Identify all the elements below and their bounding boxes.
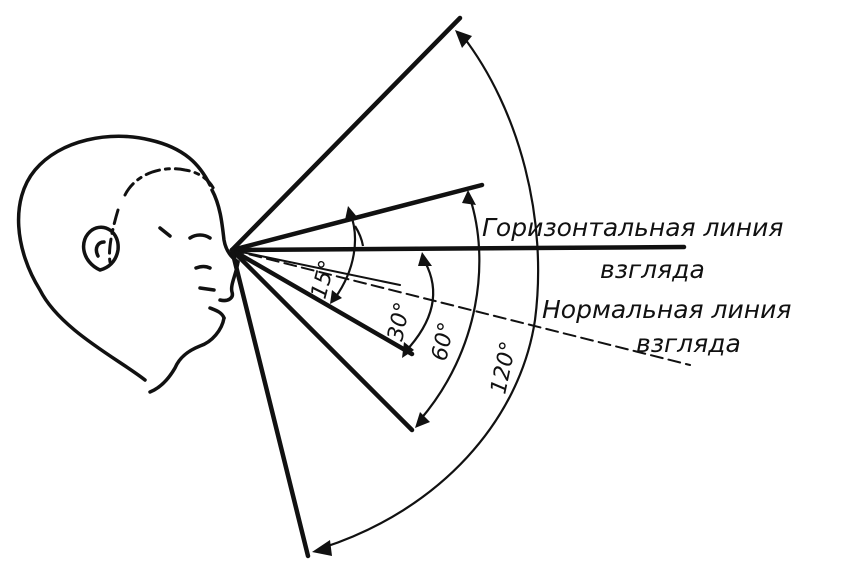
arc-15-upper bbox=[355, 226, 363, 246]
angle-labels: 15° 30° 60° 120° bbox=[307, 257, 522, 396]
angle-60-label: 60° bbox=[427, 320, 460, 363]
head-profile bbox=[19, 136, 238, 392]
normal-line-label-1: Нормальная линия bbox=[542, 295, 791, 324]
normal-line-label-2: взгляда bbox=[636, 329, 741, 358]
angle-arcs bbox=[312, 30, 538, 556]
horizontal-sight-line bbox=[232, 247, 684, 250]
horizontal-line-label-1: Горизонтальная линия bbox=[482, 213, 783, 242]
sight-lines bbox=[232, 18, 690, 556]
arrow-60-top bbox=[462, 190, 476, 205]
upper-limit-line bbox=[232, 18, 460, 250]
arrow-15-top bbox=[345, 206, 358, 220]
line-labels: Горизонтальная линия взгляда Нормальная … bbox=[482, 213, 791, 358]
angle-30-label: 30° bbox=[383, 300, 416, 343]
lower-limit-line bbox=[232, 250, 308, 556]
angle-120-label: 120° bbox=[486, 339, 521, 396]
arrow-120-bottom bbox=[312, 540, 332, 556]
arc-120 bbox=[322, 35, 538, 548]
horizontal-line-label-2: взгляда bbox=[600, 255, 705, 284]
arrow-60-bottom bbox=[415, 412, 430, 428]
arc-15 bbox=[335, 212, 355, 298]
arrow-30-top bbox=[418, 252, 432, 266]
